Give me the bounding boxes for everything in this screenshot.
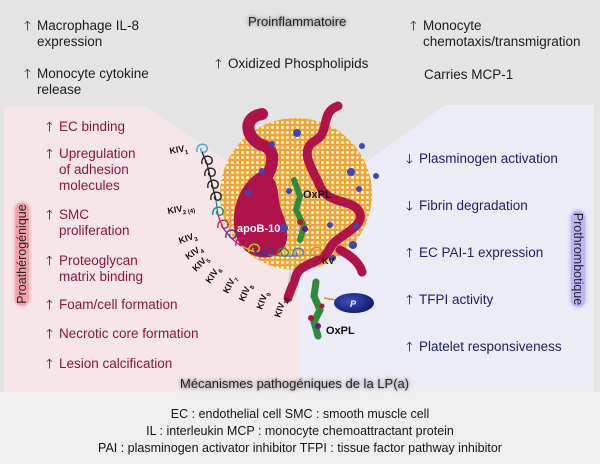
- proinflam-item-mcp1: Carries MCP-1: [424, 67, 514, 82]
- kringle-coil: [212, 206, 224, 216]
- athero-item: 🡑 Foam/cell formation: [46, 297, 178, 312]
- legend-line: IL : interleukin MCP : monocyte chemoatt…: [146, 424, 454, 438]
- arrow-up-icon: 🡑: [46, 146, 53, 161]
- oxpl-label-outer: OxPL: [326, 325, 355, 337]
- athero-item: 🡑 Necrotic core formation: [46, 326, 199, 341]
- kringle-coil: [210, 191, 222, 201]
- kringle-coil: [235, 237, 247, 247]
- kringle-coil: [201, 155, 213, 165]
- thrombo-item: 🡑 EC PAI-1 expression: [406, 245, 544, 260]
- arrow-down-icon: 🡓: [406, 151, 413, 166]
- kringle-linker: [209, 175, 214, 189]
- abbreviation-legend: EC : endothelial cell SMC : smooth muscl…: [0, 406, 600, 457]
- thrombo-item: 🡓 Fibrin degradation: [406, 198, 528, 213]
- arrow-up-icon: 🡑: [215, 56, 222, 71]
- kringle-label: KIV6: [203, 264, 225, 287]
- kringle-coil: [204, 167, 216, 177]
- arrow-up-icon: 🡑: [46, 356, 53, 371]
- kringle-coil: [292, 247, 304, 257]
- arrow-up-icon: 🡑: [406, 245, 413, 260]
- arrow-up-icon: 🡑: [24, 18, 31, 33]
- disulfide-link: [288, 267, 292, 283]
- thrombo-item: 🡓 Plasminogen activation: [406, 151, 558, 166]
- blue-spheres: [245, 129, 379, 261]
- athero-item: 🡑 Lesion calcification: [46, 356, 173, 371]
- arrow-down-icon: 🡓: [406, 198, 413, 213]
- apob100-protein: [242, 101, 367, 303]
- kringle-coil: [196, 143, 208, 153]
- apob100-label: apoB-100: [237, 223, 287, 235]
- kringle-linker: [212, 187, 217, 201]
- athero-item: 🡑 EC binding: [46, 119, 126, 134]
- protease-domain: [334, 293, 374, 313]
- kv-protease-link: [323, 297, 337, 301]
- legend-line: PAI : plasminogen activator inhibitor TF…: [98, 441, 502, 455]
- arrow-up-icon: 🡑: [24, 66, 31, 81]
- kringle-coil: [248, 243, 260, 253]
- proinflammatory-title: Proinflammatoire: [248, 14, 347, 29]
- kringle-label: KIV1: [169, 143, 190, 159]
- kringle-coil: [217, 219, 229, 229]
- kringle-coil: [310, 246, 322, 256]
- arrow-up-icon: 🡑: [46, 253, 53, 268]
- kringle-linker: [206, 163, 211, 177]
- proinflam-item-oxpl: 🡑 Oxidized Phospholipids: [215, 56, 369, 71]
- kringle-coil: [207, 179, 219, 189]
- protease-label: P: [350, 299, 357, 309]
- kringle-label: KIV2 (4): [167, 201, 196, 219]
- arrow-up-icon: 🡑: [46, 297, 53, 312]
- oxpl-molecule-outer: [308, 278, 325, 340]
- kringle-linker: [240, 245, 255, 253]
- arrow-up-icon: 🡑: [406, 292, 413, 307]
- oxpl-molecule-inner: [291, 177, 308, 243]
- kringle-label: KIV9: [254, 289, 273, 311]
- arrow-up-icon: 🡑: [46, 207, 53, 222]
- arrow-up-icon: 🡑: [406, 339, 413, 354]
- kringle-linker: [267, 254, 284, 257]
- arrow-up-icon: 🡑: [46, 326, 53, 341]
- kringle-coil: [277, 247, 289, 257]
- arrow-up-icon: 🡑: [410, 18, 417, 33]
- kringle-label: KV: [322, 256, 335, 266]
- thrombo-item: 🡑 Platelet responsiveness: [406, 339, 562, 354]
- diagram-caption: Mécanismes pathogéniques de la LP(a): [180, 376, 410, 391]
- thrombo-item: 🡑 TFPI activity: [406, 292, 494, 307]
- legend-line: EC : endothelial cell SMC : smooth muscl…: [170, 407, 430, 421]
- kringle-coil: [225, 229, 237, 239]
- kringle-coil: [262, 246, 274, 256]
- oxpl-label-inner: OxPL: [303, 189, 332, 201]
- kringle-label: KIV8: [237, 281, 257, 304]
- kringle-label: KIV7: [221, 273, 241, 296]
- arrow-up-icon: 🡑: [46, 119, 53, 134]
- kringle-label: KIV10: [272, 294, 291, 319]
- kringle-linker: [253, 251, 269, 256]
- kringle-linker: [297, 254, 317, 257]
- legend-region: [0, 392, 600, 464]
